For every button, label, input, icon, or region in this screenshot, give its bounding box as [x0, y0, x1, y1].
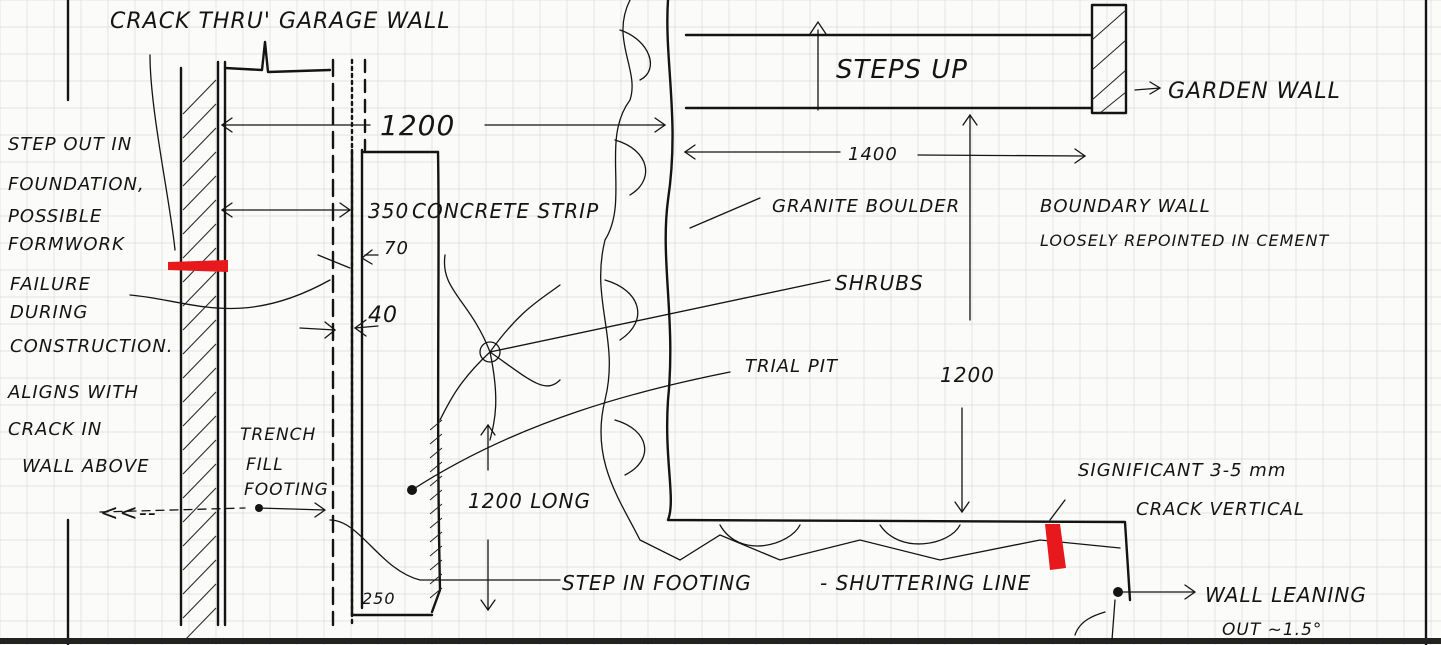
label-shuttering-line: - SHUTTERING LINE	[820, 571, 1031, 595]
dim-1200-long: 1200 LONG	[468, 489, 591, 513]
step-in-footing-leader	[329, 519, 561, 581]
label-crack-garage: CRACK THRU' GARAGE WALL	[110, 9, 451, 34]
step-out-red-mark	[168, 260, 228, 272]
crack-leader-left	[149, 54, 176, 251]
vertical-crack-red	[1045, 524, 1066, 570]
concrete-strip	[360, 148, 443, 614]
label-significant-crack: SIGNIFICANT 3-5 mm CRACK VERTICAL	[1078, 460, 1305, 520]
wall-leaning-arrow	[1114, 584, 1197, 600]
granite-boulder-wall	[600, 0, 1132, 602]
dim-350: 350	[368, 199, 409, 223]
trench-fill-footing	[331, 58, 434, 627]
dim-1200-right: 1200	[940, 363, 995, 387]
trial-pit-leader	[411, 371, 731, 491]
dim-1200-top: 1200	[380, 109, 455, 142]
label-trial-pit: TRIAL PIT	[745, 356, 839, 377]
dim-250: 250	[362, 589, 396, 608]
label-boundary: BOUNDARY WALL LOOSELY REPOINTED IN CEMEN…	[1040, 196, 1330, 250]
dimension-lines	[99, 113, 1087, 612]
granite-leader	[689, 197, 761, 229]
dim-40: 40	[368, 303, 398, 328]
label-concrete-strip: CONCRETE STRIP	[412, 199, 599, 223]
lower-wall-curve	[1074, 599, 1116, 641]
garage-wall	[179, 60, 227, 643]
label-steps-up: STEPS UP	[836, 55, 968, 85]
label-arrow-left: <<--	[100, 501, 157, 526]
label-step-in-footing: STEP IN FOOTING	[562, 571, 752, 595]
label-aligns: ALIGNS WITH CRACK IN WALL ABOVE	[7, 382, 150, 477]
dim-70: 70	[384, 238, 409, 259]
wall-leaning-dot	[1113, 587, 1123, 597]
label-trench: TRENCH FILL FOOTING	[240, 425, 329, 500]
label-garden-wall: GARDEN WALL	[1168, 79, 1341, 104]
shrubs	[439, 254, 831, 441]
crack-leader	[1049, 499, 1066, 521]
label-granite: GRANITE BOULDER	[772, 196, 960, 217]
label-wall-leaning: WALL LEANING OUT ~1.5°	[1205, 583, 1374, 640]
garden-wall	[1090, 3, 1162, 115]
label-step-out: STEP OUT IN FOUNDATION, POSSIBLE FORMWOR…	[8, 134, 174, 357]
formwork-leader	[129, 279, 331, 310]
steps	[684, 20, 1094, 111]
crack-squiggle	[223, 40, 332, 74]
label-shrubs: SHRUBS	[835, 271, 924, 295]
dim-1400: 1400	[848, 144, 898, 165]
